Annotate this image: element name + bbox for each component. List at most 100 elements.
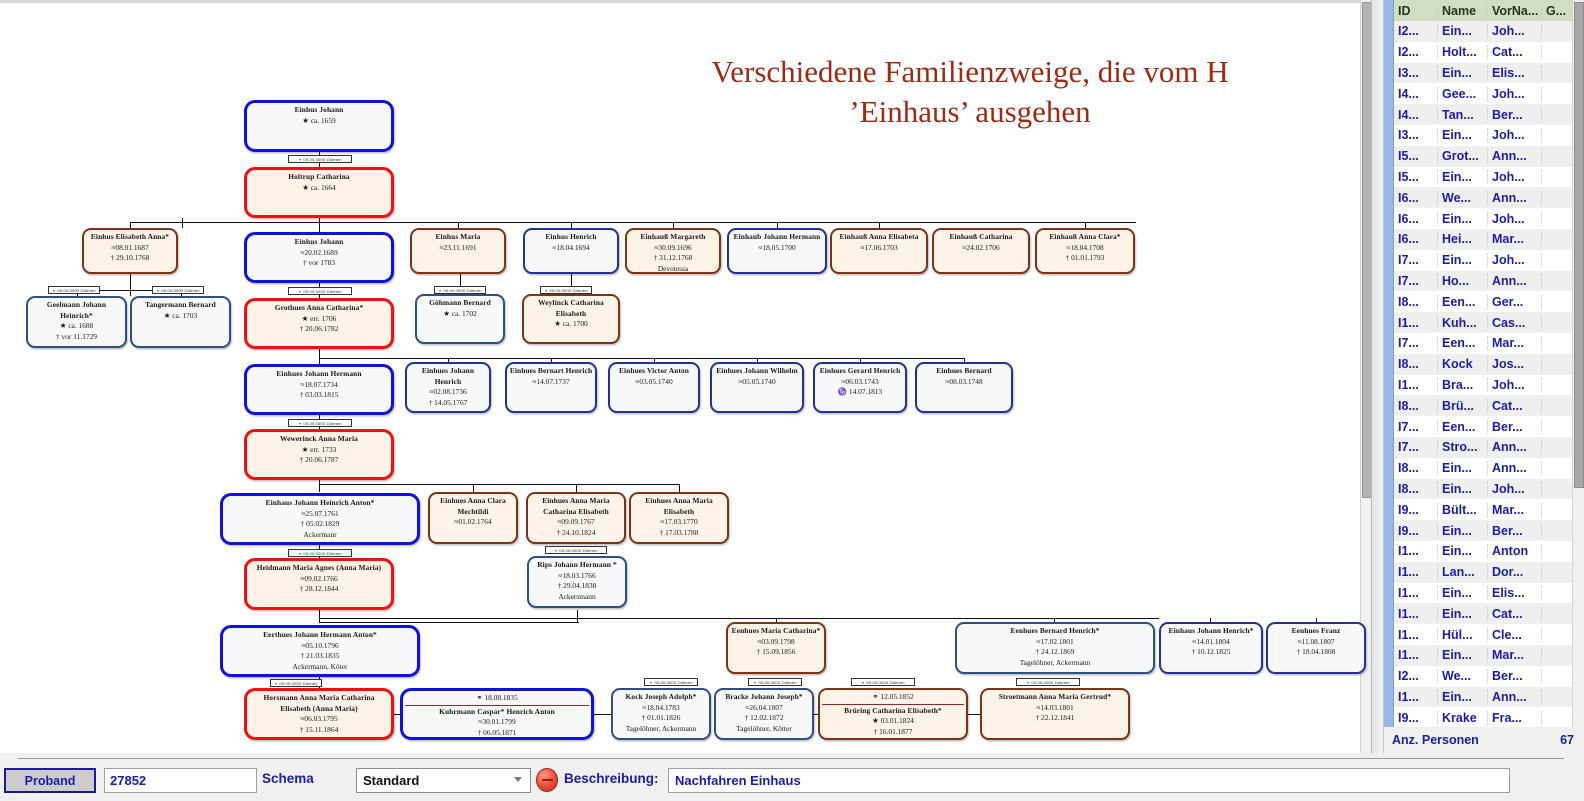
grid-row[interactable]: I2...We...Ber... — [1394, 666, 1572, 687]
grid-cell: Cle... — [1488, 627, 1542, 642]
grid-row[interactable]: I8...Een...Ger... — [1394, 291, 1572, 312]
grid-row[interactable]: I1...Ein...Cat... — [1394, 603, 1572, 625]
person-box[interactable]: Wewerinck Anna Maria★ err. 1733† 20.06.1… — [244, 429, 394, 480]
person-name: Einhus Henrich — [545, 232, 597, 241]
person-box[interactable]: Göhmann Bernard★ ca. 1702 — [415, 294, 505, 344]
person-box[interactable]: Heidmann Maria Agnes (Anna Maria)≈09.02.… — [244, 558, 394, 610]
grid-col-vorname[interactable]: VorNa... — [1488, 3, 1542, 18]
person-box[interactable]: Stroetmann Anna Maria Gertrud*≈14.03.180… — [980, 688, 1130, 740]
proband-button[interactable]: Proband — [4, 768, 96, 793]
grid-row[interactable]: I3...Ein...Joh... — [1394, 125, 1572, 146]
chevron-down-icon — [514, 777, 522, 782]
person-box[interactable]: Einhus Johann★ ca. 1659 — [244, 100, 394, 152]
grid-col-g[interactable]: G... — [1546, 3, 1567, 18]
person-box[interactable]: Einhaub Johann Hermann≈18.05.1700 — [727, 228, 827, 274]
person-box[interactable]: Einhus Elisabeth Anna*≈08.01.1687† 29.10… — [82, 228, 178, 274]
grid-row[interactable]: I2...Holt...Cat... — [1394, 42, 1572, 63]
person-grid[interactable]: ID Name VorNa... G... I2...Ein...Joh...I… — [1394, 0, 1572, 727]
person-box[interactable]: Grothues Anna Catharina*★ err. 1706† 20.… — [244, 298, 394, 349]
person-box[interactable]: Einhus Henrich≈18.04.1694 — [523, 228, 619, 274]
grid-row[interactable]: I4...Gee...Joh... — [1394, 83, 1572, 104]
person-box[interactable]: Eenhues Maria Catharina*≈03.09.1798† 15.… — [726, 622, 826, 674]
grid-row[interactable]: I6...Ein...Joh... — [1394, 208, 1572, 229]
schema-dropdown[interactable]: Standard — [356, 768, 531, 793]
person-box[interactable]: Einhues Gerard Henrich≈06.03.1743♑ 14.07… — [813, 362, 907, 413]
grid-row[interactable]: I8...Ein...Ann... — [1394, 458, 1572, 479]
grid-row[interactable]: I5...Ein...Joh... — [1394, 167, 1572, 188]
grid-row[interactable]: I5...Grot...Ann... — [1394, 145, 1572, 167]
person-box[interactable]: Einhues Bernart Henrich≈14.07.1737 — [505, 362, 597, 413]
grid-row[interactable]: I6...We...Ann... — [1394, 187, 1572, 209]
person-box[interactable]: Horsmann Anna Maria Catharina Elisabeth … — [244, 688, 394, 740]
grid-row[interactable]: I1...Ein...Mar... — [1394, 644, 1572, 666]
person-box[interactable]: Einhauß Anna Clara*≈18.04.1708† 01.01.17… — [1035, 228, 1135, 274]
grid-row[interactable]: I7...Ho...Ann... — [1394, 270, 1572, 292]
grid-row[interactable]: I9...Ein...Ber... — [1394, 520, 1572, 541]
person-event: † 05.02.1829 — [300, 519, 340, 529]
person-box[interactable]: Rips Johann Hermann *≈18.03.1766† 29.04.… — [527, 556, 627, 608]
grid-col-name[interactable]: Name — [1438, 3, 1488, 18]
remove-schema-button[interactable] — [536, 768, 558, 793]
grid-cell: Ein... — [1438, 523, 1488, 538]
grid-row[interactable]: I1...Hül...Cle... — [1394, 624, 1572, 645]
grid-cell: Stro... — [1438, 440, 1488, 455]
grid-row[interactable]: I6...Hei...Mar... — [1394, 228, 1572, 250]
person-box[interactable]: Einhues Anna Maria Elisabeth≈17.03.1770†… — [629, 492, 729, 544]
person-box[interactable]: Kock Joseph Adolph*≈18.04.1783† 01.01.18… — [611, 688, 711, 740]
grid-row[interactable]: I7...Ein...Joh... — [1394, 250, 1572, 271]
chart-canvas-area[interactable]: Verschiedene Familienzweige, die vom H ’… — [0, 0, 1372, 753]
grid-vertical-scrollbar[interactable] — [1572, 0, 1584, 727]
person-box[interactable]: Einhus Johann≈20.02.1689† vor 1783 — [244, 232, 394, 283]
grid-row[interactable]: I3...Ein...Elis... — [1394, 62, 1572, 84]
grid-row[interactable]: I8...Ein...Joh... — [1394, 478, 1572, 500]
person-box[interactable]: Einhues Victor Anton≈03.05.1740 — [608, 362, 700, 413]
person-box[interactable]: Einhues Johann Henrich≈02.08.1736† 14.05… — [405, 362, 491, 413]
person-place-link[interactable]: Stadt Dülmen — [822, 737, 964, 738]
person-box[interactable]: Einhauß Anna Elisabeta≈17.06.1703 — [830, 228, 928, 274]
grid-row[interactable]: I1...Bra...Joh... — [1394, 375, 1572, 396]
chart-vertical-scrollbar[interactable] — [1360, 0, 1371, 753]
person-box[interactable]: Geelmann Johann Heinrich*★ ca. 1688† vor… — [26, 296, 127, 348]
marriage-tag: ⚭ 00.00.0000 Dülmen — [48, 286, 100, 294]
person-box[interactable]: Einhues Anna Maria Catharina Elisabeth≈0… — [526, 492, 626, 544]
grid-row[interactable]: I2...Ein...Joh... — [1394, 21, 1572, 42]
person-box[interactable]: Einhues Johann Wilhelm≈05.05.1740 — [710, 362, 804, 413]
grid-col-id[interactable]: ID — [1394, 3, 1438, 18]
person-box[interactable]: Einhauß Margareth≈30.09.1696† 31.12.1768… — [625, 228, 721, 274]
person-box[interactable]: Bracke Johann Joseph*≈26.04.1807† 12.02.… — [714, 688, 814, 740]
person-box[interactable]: Einhues Johann Hermann≈18.07.1734† 03.03… — [244, 364, 394, 415]
person-box[interactable]: Einhus Maria≈23.11.1691 — [410, 228, 506, 274]
person-box[interactable]: Einhaus Johann Heinrich Anton*≈25.07.176… — [220, 493, 420, 545]
grid-row[interactable]: I7...Stro...Ann... — [1394, 436, 1572, 458]
grid-row[interactable]: I1...Ein...Elis... — [1394, 583, 1572, 604]
person-box[interactable]: Einhues Bernard≈08.03.1748 — [915, 362, 1013, 413]
grid-row[interactable]: I7...Een...Ber... — [1394, 416, 1572, 437]
connector-vertical — [571, 274, 572, 294]
proband-id-input[interactable]: 27852 — [104, 768, 257, 793]
person-box[interactable]: Holtrup Catharina★ ca. 1664 — [244, 167, 394, 218]
person-box[interactable]: Einhaus Johann Henrich*≈14.01.1804† 10.1… — [1159, 622, 1263, 674]
grid-row[interactable]: I1...Kuh...Cas... — [1394, 312, 1572, 333]
person-box[interactable]: Weylinck Catharina Elisabeth★ ca. 1700 — [522, 294, 620, 344]
person-box[interactable]: Eenhues Bernard Henrich*≈17.02.1801† 24.… — [955, 622, 1155, 674]
grid-row[interactable]: I1...Lan...Dor... — [1394, 561, 1572, 583]
grid-row[interactable]: I1...Ein...Anton — [1394, 541, 1572, 562]
person-box[interactable]: Eerthues Johann Hermann Anton*≈05.10.179… — [220, 625, 420, 677]
grid-row[interactable]: I8...Brü...Cat... — [1394, 395, 1572, 417]
grid-row[interactable]: I9...Bült...Mar... — [1394, 499, 1572, 520]
grid-row[interactable]: I1...Ein...Ann... — [1394, 686, 1572, 708]
grid-row[interactable]: I4...Tan...Ber... — [1394, 104, 1572, 125]
person-box[interactable]: Einhues Anna Clara Mechtildi≈01.02.1764 — [428, 492, 518, 544]
person-box[interactable]: Einhauß Catharina≈24.02.1706 — [932, 228, 1030, 274]
person-box[interactable]: Tangermann Bernard★ ca. 1703 — [130, 296, 231, 348]
beschreibung-input[interactable]: Nachfahren Einhaus — [668, 768, 1510, 793]
grid-scroll-thumb[interactable] — [1574, 2, 1584, 488]
person-box[interactable]: Eenhues Franz≈11.08.1807† 18.04.1808 — [1266, 622, 1366, 674]
sidebar-splitter-handle[interactable] — [1384, 0, 1394, 740]
chart-scroll-thumb[interactable] — [1362, 2, 1371, 498]
grid-row[interactable]: I7...Een...Mar... — [1394, 333, 1572, 354]
